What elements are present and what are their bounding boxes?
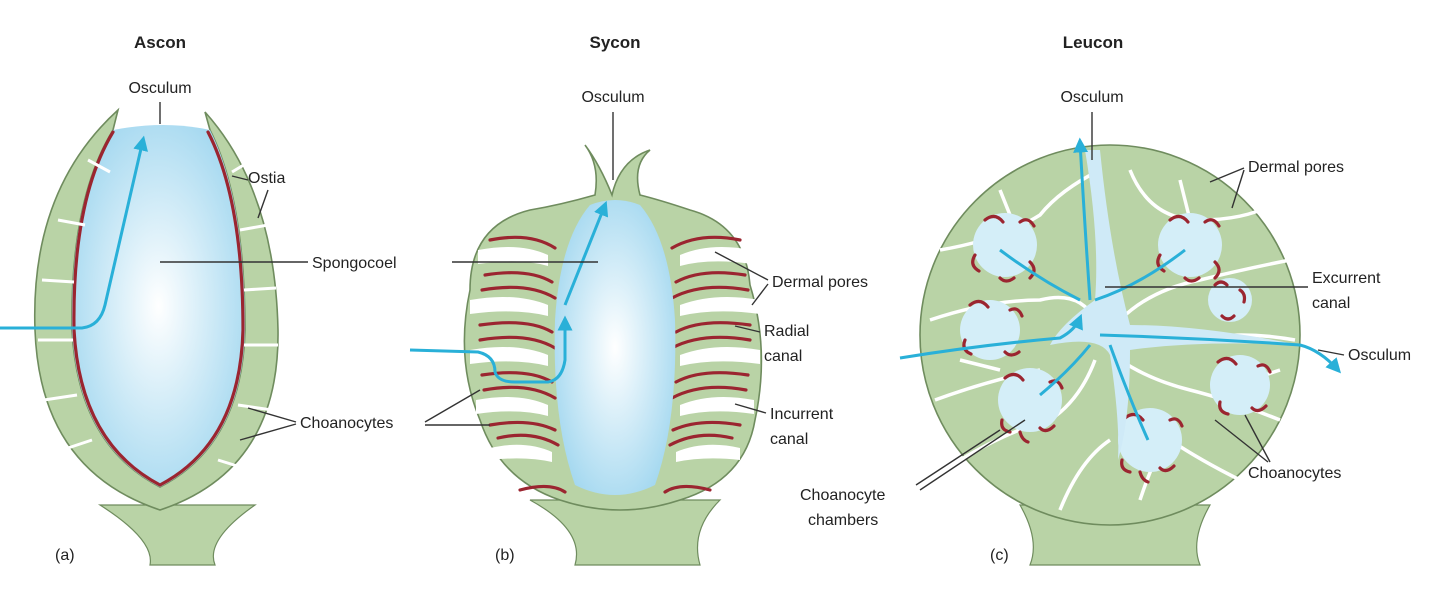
leucon-dermal-pores-label: Dermal pores [1248, 159, 1344, 176]
ascon-spongocoel [71, 125, 246, 487]
sycon-right-radial-canals [663, 235, 760, 494]
ascon-panel-tag: (a) [55, 547, 75, 564]
leucon-panel: Leucon [800, 33, 1411, 566]
leucon-choanocyte-chambers-label-1: Choanocyte [800, 487, 885, 504]
leucon-excurrent-canal-label-2: canal [1312, 295, 1350, 312]
ascon-choanocytes-leader-2 [239, 423, 297, 441]
leucon-title: Leucon [1063, 33, 1123, 52]
ascon-title: Ascon [134, 33, 186, 52]
ascon-panel: Ascon Osculum Ostia [0, 33, 397, 566]
sycon-radial-canal-label-1: Radial [764, 323, 809, 340]
sycon-base [529, 499, 722, 566]
sycon-osculum-label: Osculum [581, 89, 644, 106]
ascon-osculum-label: Osculum [128, 80, 191, 97]
ascon-choanocytes-label: Choanocytes [300, 415, 393, 432]
ascon-choanocyte-layer [72, 130, 245, 487]
sycon-spongocoel [554, 200, 676, 495]
ascon-choanocytes-leader-1 [247, 407, 297, 423]
leucon-dermal-pores-leader-1 [1209, 167, 1245, 183]
sycon-water-flow-in [409, 315, 573, 384]
sycon-panel-tag: (b) [495, 547, 515, 564]
leucon-water-flow-up [1073, 137, 1092, 301]
leucon-choanocyte-chambers-label-2: chambers [808, 512, 878, 529]
leucon-osculum-top-label: Osculum [1060, 89, 1123, 106]
leucon-water-flow-in [899, 313, 1083, 360]
leucon-choanocyte-chambers-leader-2 [919, 419, 1026, 491]
leucon-water-flow-out [1099, 333, 1342, 374]
sycon-left-radial-canals [470, 235, 567, 494]
leucon-choanocytes-label: Choanocytes [1248, 465, 1341, 482]
leucon-choanocyte-chambers-leader-1 [915, 429, 1001, 486]
sycon-radial-canal-leader [734, 325, 761, 333]
sycon-choanocytes-leader-1 [424, 389, 481, 423]
ascon-spongocoel-label: Spongocoel [312, 255, 397, 272]
sycon-dermal-pores-leader-2 [751, 283, 769, 306]
ascon-base [97, 504, 257, 566]
sycon-panel: Sycon [409, 33, 868, 566]
sycon-dermal-pores-label: Dermal pores [772, 274, 868, 291]
ascon-water-flow-arrow [0, 135, 148, 330]
leucon-water-flow-branch-1 [1094, 248, 1186, 302]
leucon-choanocytes-leader-2 [1214, 419, 1269, 463]
ascon-ostia-leader-1 [231, 175, 249, 181]
leucon-choanocytes-leader-1 [1244, 414, 1271, 463]
leucon-water-flow-branch-4 [1039, 344, 1092, 397]
leucon-panel-tag: (c) [990, 547, 1009, 564]
leucon-water-flow-branch-2 [999, 248, 1081, 302]
leucon-dermal-pores-leader-2 [1231, 169, 1245, 209]
sycon-incurrent-canal-leader [734, 403, 767, 414]
sycon-incurrent-canal-label-2: canal [770, 431, 808, 448]
leucon-osculum-side-label: Osculum [1348, 347, 1411, 364]
ascon-wall-cells [38, 158, 278, 472]
sycon-water-flow-out [563, 200, 609, 306]
leucon-water-flow-branch-3 [1108, 344, 1150, 441]
leucon-excurrent-canal [1050, 150, 1300, 460]
leucon-osculum-side-leader [1317, 349, 1345, 356]
leucon-excurrent-canal-label-1: Excurrent [1312, 270, 1381, 287]
sycon-radial-canal-label-2: canal [764, 348, 802, 365]
ascon-ostia-label: Ostia [248, 170, 285, 187]
sycon-title: Sycon [589, 33, 640, 52]
ascon-ostia-leader-2 [257, 189, 269, 219]
sycon-dermal-pores-leader-1 [714, 251, 769, 281]
sycon-incurrent-canal-label-1: Incurrent [770, 406, 834, 423]
